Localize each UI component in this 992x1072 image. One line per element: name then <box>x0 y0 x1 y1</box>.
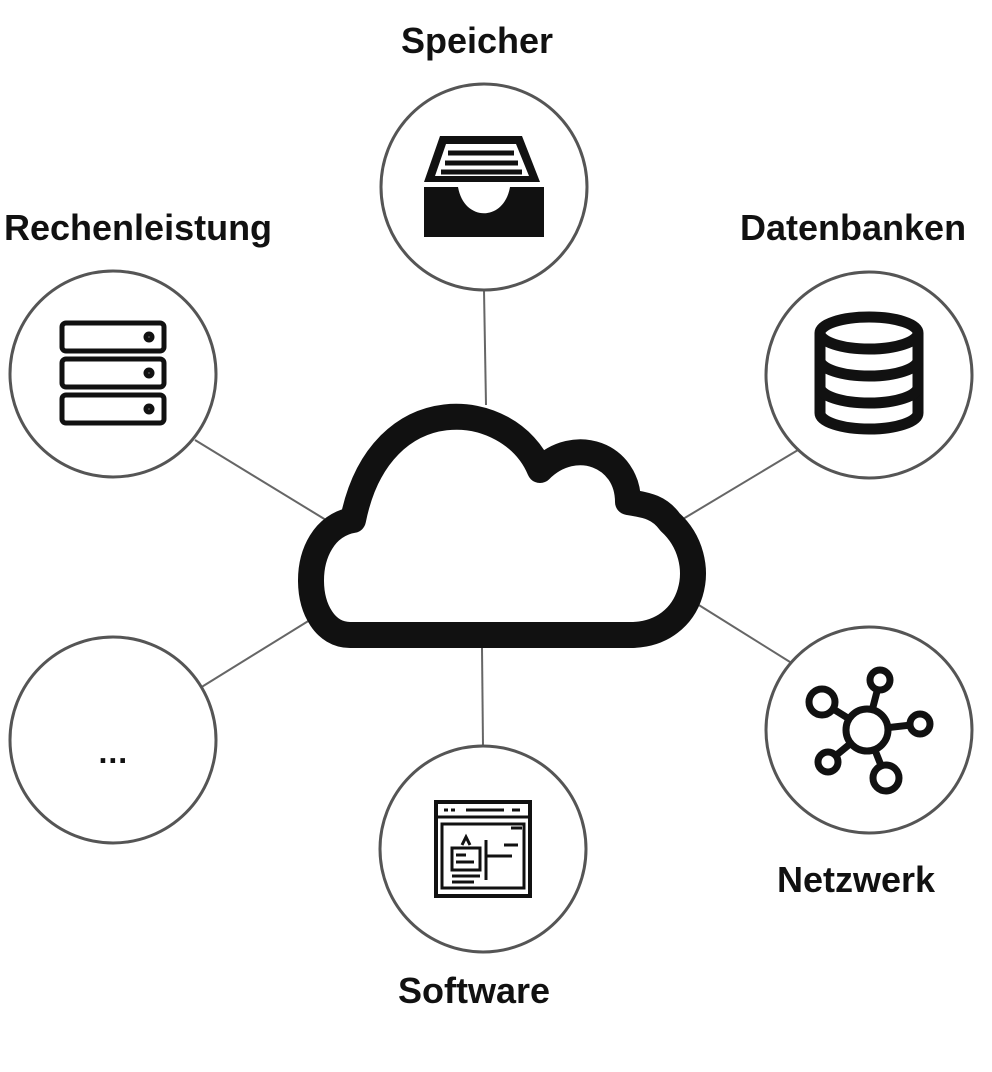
label-more: ... <box>98 740 128 770</box>
label-datenbanken: Datenbanken <box>740 207 967 248</box>
label-rechenleistung: Rechenleistung <box>4 207 273 248</box>
label-software: Software <box>398 970 551 1011</box>
node-circle-rechenleistung <box>8 269 218 479</box>
server-rack-icon <box>59 320 167 426</box>
connector-netzwerk <box>693 601 791 663</box>
connector-software <box>481 647 484 747</box>
label-netzwerk: Netzwerk <box>777 859 936 900</box>
network-icon <box>805 666 934 795</box>
storage-tray-icon <box>424 136 544 237</box>
database-icon <box>814 311 924 435</box>
connector-speicher <box>483 289 487 406</box>
node-circle-more <box>8 635 218 845</box>
connector-rechenleistung <box>194 439 327 521</box>
connector-more <box>199 614 319 689</box>
label-speicher: Speicher <box>401 20 554 61</box>
node-circle-speicher <box>379 82 589 292</box>
cloud-icon <box>298 403 706 648</box>
connector-datenbanken <box>677 449 799 523</box>
software-window-icon <box>434 800 532 898</box>
connectors <box>194 289 799 747</box>
